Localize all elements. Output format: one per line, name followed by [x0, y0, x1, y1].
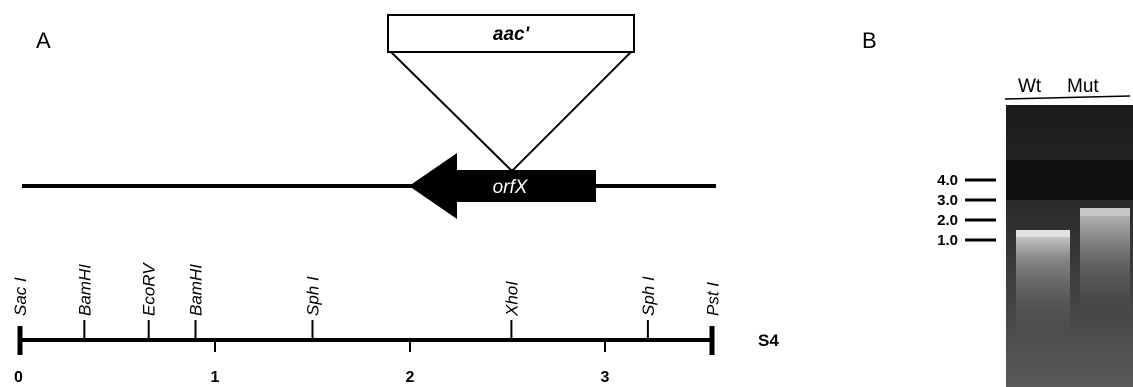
scale-tick-label: 1 [211, 369, 220, 386]
restriction-site-label: Sac I [11, 277, 30, 316]
restriction-site-label: Sph I [304, 276, 323, 316]
lane-label-wt: Wt [1018, 76, 1042, 97]
insert-label: aac' [493, 24, 531, 45]
mut-band [1080, 208, 1130, 216]
gene-arrow [409, 153, 596, 219]
well-band [1006, 160, 1133, 200]
lane-label-mut: Mut [1067, 76, 1099, 97]
panel-b-label: B [862, 28, 877, 53]
restriction-sites: Sac I BamHI EcoRV BamHI Sph I XhoI Sph I Pst I [11, 262, 722, 340]
gene-label: orfX [493, 177, 529, 198]
size-marker-label: 3.0 [937, 192, 958, 209]
wt-band [1016, 230, 1070, 237]
clone-label: S4 [758, 331, 779, 350]
restriction-site-label: BamHI [75, 264, 94, 316]
panel-a-label: A [36, 28, 51, 53]
scale-tick-label: 3 [601, 369, 610, 386]
restriction-site-label: BamHI [187, 264, 206, 316]
scale-tick-label: 2 [406, 369, 415, 386]
restriction-site-label: XhoI [502, 281, 521, 317]
wt-smear [1016, 230, 1070, 340]
size-marker-label: 4.0 [937, 172, 958, 189]
restriction-site-label: Pst I [703, 282, 722, 316]
lane-header-line [1004, 95, 1131, 100]
scale-tick-label: 0 [14, 369, 23, 386]
insert-box [387, 14, 635, 53]
size-markers: 4.0 3.0 2.0 1.0 [937, 172, 996, 249]
insertion-triangle [388, 51, 634, 173]
size-marker-label: 1.0 [937, 232, 958, 249]
restriction-site-label: Sph I [639, 276, 658, 316]
mut-smear [1080, 208, 1130, 318]
scale-ticks: 0 1 2 3 [14, 340, 610, 386]
restriction-site-label: EcoRV [140, 262, 159, 316]
size-marker-label: 2.0 [937, 212, 958, 229]
